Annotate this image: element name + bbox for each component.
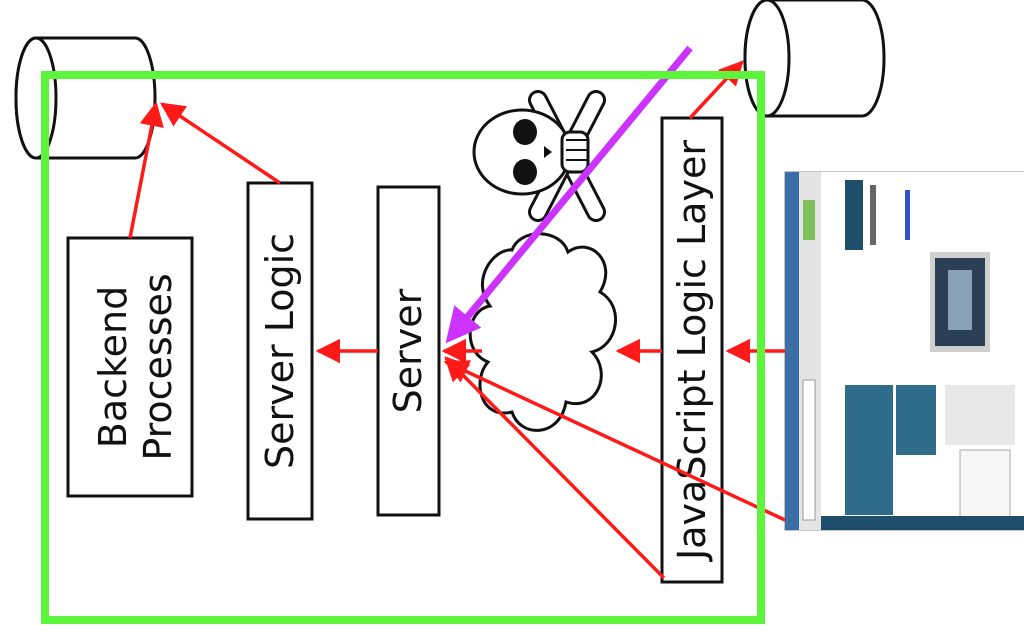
arrow-jslayer-to-rightdb (688, 60, 744, 120)
server-label: Server (386, 288, 430, 413)
server-logic-box (246, 181, 314, 521)
javascript-logic-layer-label: JavaScript Logic Layer (670, 140, 714, 562)
database-right-icon (743, 0, 886, 118)
backend-label-line1: Backend (91, 286, 135, 448)
cloud-icon (468, 232, 617, 432)
database-left-icon (14, 36, 157, 160)
trust-boundary (41, 71, 765, 624)
backend-processes-box (66, 236, 194, 498)
arrow-backend-to-db (128, 101, 164, 239)
browser-screenshot-icon (784, 171, 1024, 531)
backend-label-line2: Processes (136, 273, 180, 460)
arrow-serverlogic-to-db (159, 102, 281, 185)
arrow-jslayer-bypass-to-server (444, 356, 666, 580)
attack-arrow (445, 45, 693, 344)
arrow-browser-bypass-to-server (443, 360, 786, 522)
server-logic-label: Server Logic (258, 233, 302, 469)
skull-crossbones-icon (472, 90, 606, 222)
